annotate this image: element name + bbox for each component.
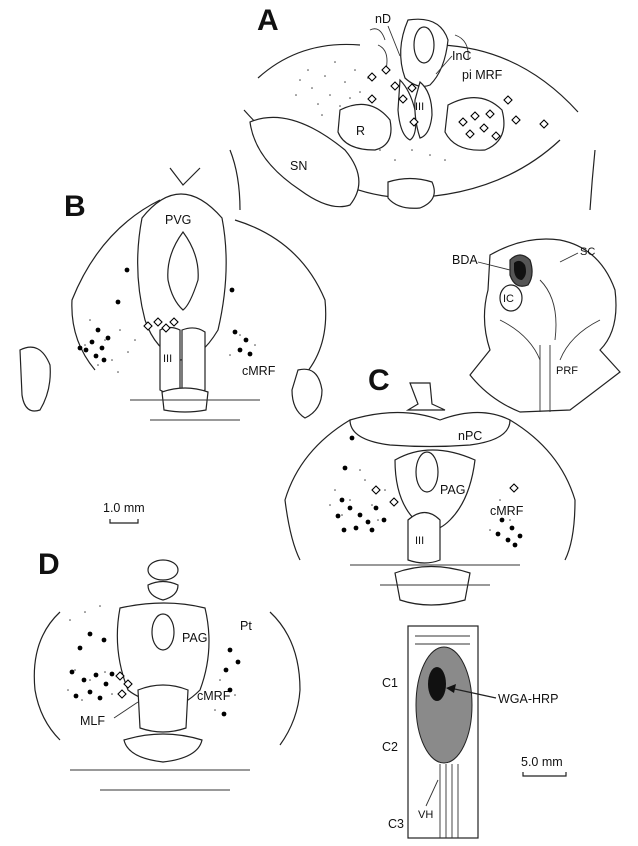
panel-a-stipple — [295, 61, 446, 161]
panel-d-top-structure — [147, 580, 179, 601]
label-cmrf-b: cMRF — [242, 364, 276, 378]
brainstem-inner-contours — [499, 319, 601, 361]
panel-a-bottom-structure — [387, 177, 435, 209]
panel-c-letter: C — [368, 364, 390, 397]
inferior-colliculus — [499, 284, 523, 312]
label-npc: nPC — [458, 429, 482, 443]
red-nucleus — [337, 103, 392, 151]
panel-b-oculomotor-right — [181, 327, 206, 394]
panel-b-top-notch — [169, 167, 201, 186]
label-pag-d: PAG — [182, 631, 207, 645]
label-c3: C3 — [388, 817, 404, 831]
panel-b: B PVG III cMRF — [19, 167, 327, 421]
panel-d-bottom-structure — [123, 733, 203, 763]
panel-a-side-lines — [229, 149, 596, 211]
panel-c-bottom-lines — [350, 564, 520, 586]
label-pag-c: PAG — [440, 483, 465, 497]
panel-a-left-contours — [369, 28, 388, 71]
panel-b-letter: B — [64, 190, 86, 223]
label-r: R — [356, 124, 365, 138]
nd-pointer — [387, 25, 401, 57]
label-vh: VH — [418, 809, 433, 821]
brainstem-outline — [469, 238, 621, 413]
oculomotor-right — [414, 80, 433, 139]
panel-b-left-lobe — [19, 346, 51, 412]
panel-b-labeled-cells — [77, 267, 253, 363]
panel-b-aqueduct — [167, 230, 199, 311]
label-c1: C1 — [382, 676, 398, 690]
panel-d-labeled-cells — [69, 631, 241, 717]
spinal-scale-label: 5.0 mm — [521, 755, 563, 769]
label-sc: SC — [580, 246, 595, 258]
label-c2: C2 — [382, 740, 398, 754]
vh-pointer — [425, 779, 439, 807]
injection-site-section: IC BDA SC PRF — [452, 238, 621, 413]
label-iii-b: III — [163, 353, 172, 365]
label-sn: SN — [290, 159, 307, 173]
label-prf: PRF — [556, 365, 578, 377]
panel-c-commissure — [349, 411, 511, 448]
panel-c-pag — [394, 449, 476, 531]
label-cmrf-c: cMRF — [490, 504, 524, 518]
panel-a-outline — [257, 43, 579, 113]
panel-d-bottom-lines — [70, 769, 250, 791]
spinal-cord-top-lines — [415, 635, 470, 645]
label-cmrf-d: cMRF — [197, 689, 231, 703]
label-mlf: MLF — [80, 714, 105, 728]
sc-pointer — [559, 252, 579, 263]
panel-d-letter: D — [38, 548, 60, 581]
injection-core — [514, 260, 526, 280]
label-iii-a: III — [415, 101, 424, 113]
tracer-spread — [415, 646, 473, 764]
panel-d-oculomotor — [137, 684, 189, 733]
aqueduct — [413, 26, 435, 64]
panel-c-stipple — [329, 469, 511, 531]
bda-pointer — [477, 261, 511, 271]
panel-c-labeled-cells — [335, 435, 523, 548]
panel-d: D PAG Pt cMRF MLF — [33, 548, 301, 791]
label-pi-mrf: pi MRF — [462, 68, 503, 82]
brain-scale-bar: 1.0 mm — [103, 501, 145, 524]
spinal-cord-diagram: C1 C2 C3 WGA-HRP VH 5.0 mm — [382, 625, 567, 839]
tracer-core — [428, 667, 446, 701]
label-bda: BDA — [452, 253, 478, 267]
panel-c: C nPC PAG III cMRF — [284, 364, 576, 606]
label-iii-c: III — [415, 535, 424, 547]
label-pvg: PVG — [165, 213, 191, 227]
label-pt: Pt — [240, 619, 252, 633]
brain-scale-line — [109, 519, 139, 524]
label-wga-hrp: WGA-HRP — [498, 692, 558, 706]
spinal-scale-line — [522, 772, 567, 777]
panel-b-bottom-lines — [130, 399, 260, 421]
label-nd: nD — [375, 12, 391, 26]
panel-a: A SN R III nD InC pi MRF — [229, 4, 596, 211]
panel-a-labeled-cells — [367, 65, 549, 141]
panel-d-outline — [33, 611, 301, 746]
label-ic: IC — [503, 293, 514, 305]
panel-d-stipple — [67, 605, 236, 711]
panel-a-right-contours — [454, 34, 469, 61]
brain-scale-label: 1.0 mm — [103, 501, 145, 515]
panel-d-top-nucleus — [147, 559, 179, 581]
panel-b-right-lobe — [291, 368, 323, 419]
panel-c-outline — [284, 419, 576, 561]
ventral-horn-lines — [439, 764, 459, 838]
panel-d-aqueduct — [151, 613, 175, 651]
panel-b-stipple — [84, 319, 256, 373]
label-inc: InC — [452, 49, 471, 63]
panel-c-bottom-structure — [394, 565, 471, 606]
substantia-nigra — [249, 116, 360, 208]
inc-pointer — [435, 55, 453, 75]
panel-c-oculomotor — [407, 511, 441, 564]
wga-pointer — [449, 687, 497, 699]
wga-arrowhead — [446, 684, 456, 693]
panel-a-letter: A — [257, 4, 279, 37]
panel-c-aqueduct — [415, 451, 439, 493]
panel-c-top-structure — [405, 382, 446, 411]
right-nucleus-outline — [444, 97, 505, 151]
brainstem-midline — [539, 279, 557, 412]
mlf-pointer — [113, 701, 139, 719]
